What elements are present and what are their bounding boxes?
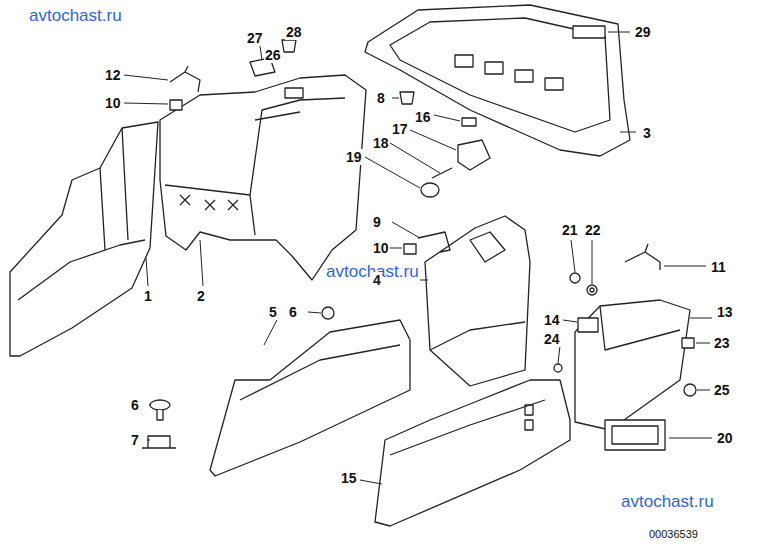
callout-number: 16	[414, 109, 432, 125]
watermark: avtochast.ru	[28, 6, 123, 25]
callout-number: 4	[372, 272, 382, 288]
callout-number: 28	[285, 24, 303, 40]
callout-number: 6	[130, 397, 140, 413]
callout-number: 6	[288, 304, 298, 320]
callout-number: 23	[713, 335, 731, 351]
callout-number: 24	[543, 331, 561, 347]
watermark: avtochast.ru	[620, 492, 715, 511]
callout-number: 19	[345, 149, 363, 165]
callout-number: 3	[642, 125, 652, 141]
callout-number: 14	[543, 312, 561, 328]
callout-number: 29	[634, 24, 652, 40]
callout-number: 21	[561, 222, 579, 238]
callout-number: 20	[716, 430, 734, 446]
drawing-code: 00036539	[648, 528, 699, 541]
callout-number: 15	[340, 470, 358, 486]
callout-number: 25	[713, 382, 731, 398]
callout-number: 13	[716, 304, 734, 320]
callout-number: 9	[372, 214, 382, 230]
callout-number: 22	[584, 222, 602, 238]
callout-number: 18	[372, 135, 390, 151]
callout-number: 1	[143, 288, 153, 304]
callout-number: 7	[130, 432, 140, 448]
callout-number: 27	[246, 30, 264, 46]
callout-number: 12	[104, 67, 122, 83]
callout-number: 10	[104, 95, 122, 111]
callout-number: 8	[376, 90, 386, 106]
callout-number: 5	[268, 304, 278, 320]
callout-number: 26	[264, 47, 282, 63]
callout-number: 2	[196, 288, 206, 304]
callout-number: 10	[372, 240, 390, 256]
callout-number: 11	[710, 259, 727, 275]
callout-number: 17	[391, 121, 409, 137]
